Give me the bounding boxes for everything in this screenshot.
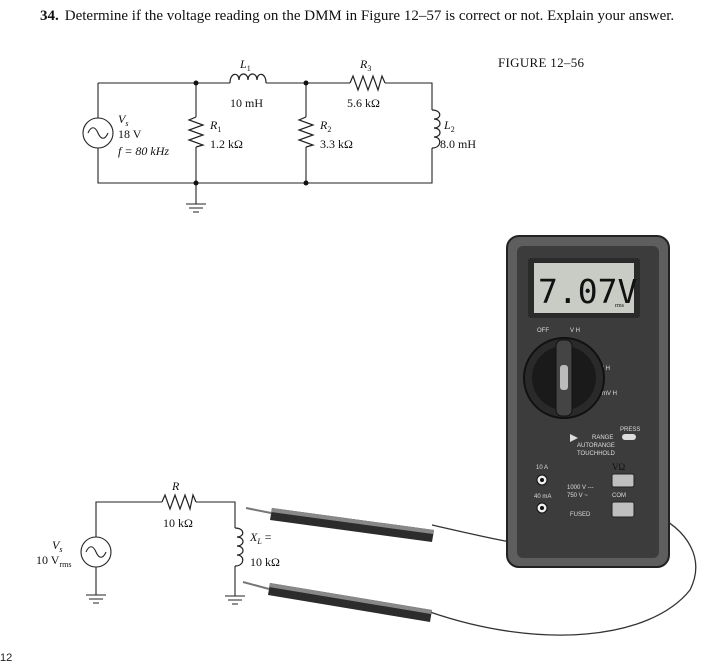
resistor-r-icon <box>161 493 197 512</box>
dmm-meter: 7.07V rms OFF V H V H mV H PRESS RANGE A… <box>506 235 670 568</box>
question-text: 34. Determine if the voltage reading on t… <box>40 8 674 25</box>
resistor-r3-icon <box>349 74 386 92</box>
r-value: 10 kΩ <box>163 516 193 530</box>
r3-name: R3 <box>359 57 371 73</box>
r2-value: 3.3 kΩ <box>320 137 353 151</box>
inductor-xl-icon <box>234 527 244 567</box>
dmm-range-label: RANGE <box>592 435 613 441</box>
r1-name: R1 <box>209 118 221 134</box>
dmm-press-label: PRESS <box>620 427 640 433</box>
dmm-warning-ac: 750 V ~ <box>567 493 588 499</box>
probe-black <box>242 581 432 622</box>
l1-name: L1 <box>239 57 251 73</box>
vs2-value: 10 Vrms <box>36 553 71 569</box>
r3-value: 5.6 kΩ <box>347 96 380 110</box>
dmm-vohm-label: VΩ <box>612 462 625 472</box>
bottom-circuit <box>86 501 245 605</box>
vs-voltage: 18 V <box>118 127 142 141</box>
page-number: 12 <box>0 652 13 664</box>
top-junctions <box>193 80 309 186</box>
dmm-fused-label: FUSED <box>570 512 591 518</box>
dmm-10a-label: 10 A <box>536 465 548 471</box>
vs-name: Vs <box>118 112 128 128</box>
top-ac-source-icon <box>82 117 114 149</box>
l2-name: L2 <box>443 118 455 134</box>
inductor-l1-icon <box>229 73 267 84</box>
dmm-dial-label-3: mV H <box>602 391 617 397</box>
resistor-r2-icon <box>297 116 315 148</box>
resistor-r1-icon <box>187 116 205 148</box>
l1-value: 10 mH <box>230 96 263 110</box>
r1-value: 1.2 kΩ <box>210 137 243 151</box>
dmm-range-button[interactable] <box>622 434 636 440</box>
r-name: R <box>171 479 180 493</box>
dmm-dial-label-1: V H <box>570 328 580 334</box>
dmm-off-label: OFF <box>537 328 549 334</box>
l2-value: 8.0 mH <box>440 137 476 151</box>
red-plug[interactable] <box>611 473 635 488</box>
dmm-reading: 7.07V <box>538 272 637 311</box>
dmm-autorange-label: AUTORANGE <box>577 443 615 449</box>
dmm-touchhold-label: TOUCHHOLD <box>577 451 616 457</box>
inductor-l2-icon <box>431 109 441 149</box>
top-circuit <box>97 82 433 213</box>
vs2-name: Vs <box>52 538 62 554</box>
question-body: Determine if the voltage reading on the … <box>64 8 675 24</box>
xl-value: 10 kΩ <box>250 555 280 569</box>
question-number: 34. <box>40 8 59 24</box>
bottom-ac-source-icon <box>80 536 112 568</box>
black-plug[interactable] <box>611 501 635 518</box>
dmm-dial-label-2: V H <box>600 366 610 372</box>
dmm-rms-unit: rms <box>615 303 625 309</box>
diode-icon <box>570 434 578 442</box>
dmm-lcd <box>534 263 634 313</box>
vs-frequency: f = 80 kHz <box>118 144 169 158</box>
dmm-warning-dc: 1000 V --- <box>567 485 594 491</box>
r2-name: R2 <box>319 118 331 134</box>
figure-caption: FIGURE 12–56 <box>498 55 585 70</box>
dmm-com-label: COM <box>612 493 626 499</box>
dmm-40ma-label: 40 mA <box>534 494 551 500</box>
xl-name: XL = <box>249 530 272 546</box>
dmm-rotary-dial[interactable] <box>523 337 605 419</box>
probe-red <box>245 507 434 542</box>
